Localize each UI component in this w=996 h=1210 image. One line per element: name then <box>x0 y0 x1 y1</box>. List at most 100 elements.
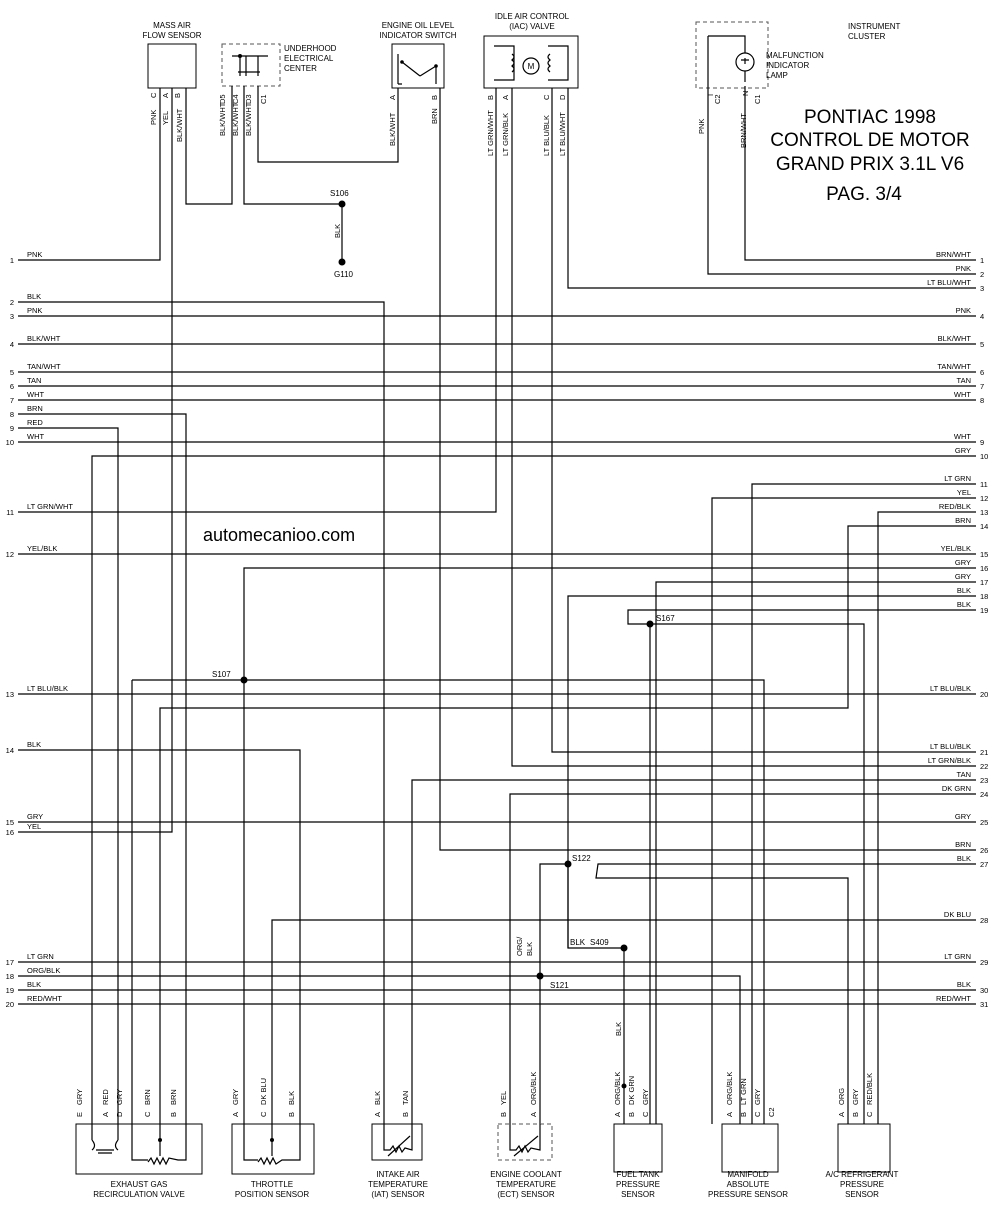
left-pin-19: 19 <box>6 986 14 995</box>
wire-ltgrn-11-map <box>751 483 976 1124</box>
uec-node <box>238 54 242 58</box>
wire-blk-27-s122 <box>595 863 976 1124</box>
egr-label-1: EXHAUST GAS <box>111 1180 168 1189</box>
left-pin-5: 5 <box>10 368 14 377</box>
right-wire-29: LT GRN <box>944 952 971 961</box>
wire-gry-10-egr <box>91 455 976 1124</box>
maf-label-1: MASS AIR <box>153 21 191 30</box>
egr-pin-0: E <box>75 1112 84 1117</box>
wire-gry-17-ftp <box>655 581 976 1124</box>
egr-wire-0: GRY <box>75 1089 84 1105</box>
right-wire-30: BLK <box>957 980 971 989</box>
iat-label-1: INTAKE AIR <box>376 1170 420 1179</box>
map-pin-1: B <box>739 1112 748 1117</box>
oil-switch-label-1: ENGINE OIL LEVEL <box>382 21 455 30</box>
oil-switch-label-2: INDICATOR SWITCH <box>379 31 456 40</box>
right-pin-7: 7 <box>980 382 984 391</box>
right-pin-19: 19 <box>980 606 988 615</box>
s107-label: S107 <box>212 670 231 679</box>
oil-switch-contacts <box>397 54 437 85</box>
left-pin-10: 10 <box>6 438 14 447</box>
splice-s167 <box>646 620 654 628</box>
wire-iac-d <box>567 88 976 289</box>
egr-wiper <box>158 1138 162 1142</box>
tps-label-2: POSITION SENSOR <box>235 1190 309 1199</box>
iat-wire-0: BLK <box>373 1091 382 1105</box>
left-pin-20: 20 <box>6 1000 14 1009</box>
splice-s122 <box>564 860 572 868</box>
ect-feed-1: ORG/ <box>515 936 524 956</box>
ftp-label-2: PRESSURE <box>616 1180 660 1189</box>
watermark: automecanioo.com <box>203 525 355 545</box>
maf-pin-c: C <box>149 92 158 98</box>
right-wire-11: LT GRN <box>944 474 971 483</box>
right-pin-3: 3 <box>980 284 984 293</box>
ftp-wire-2: GRY <box>641 1089 650 1105</box>
iat-label-2: TEMPERATURE <box>368 1180 428 1189</box>
wire-blk-19-s167 <box>627 609 976 1124</box>
right-wire-8: WHT <box>954 390 971 399</box>
map-label-3: PRESSURE SENSOR <box>708 1190 788 1199</box>
left-wire-20: RED/WHT <box>27 994 62 1003</box>
iac-coils <box>511 53 551 73</box>
title-line-4: PAG. 3/4 <box>826 184 902 205</box>
right-wire-10: GRY <box>955 446 971 455</box>
right-pin-15: 15 <box>980 550 988 559</box>
ic-label-2: CLUSTER <box>848 32 886 41</box>
splices: S106 G110 S107 S167 S122 S409 S121 BLK O… <box>212 189 675 1089</box>
right-pin-18: 18 <box>980 592 988 601</box>
right-pin-28: 28 <box>980 916 988 925</box>
right-pin-17: 17 <box>980 578 988 587</box>
acp-wire-1: GRY <box>851 1089 860 1105</box>
egr-wire-1: RED <box>101 1089 110 1105</box>
iac-wire-d: LT BLU/WHT <box>558 112 567 156</box>
ect-wire-1: ORG/BLK <box>529 1072 538 1105</box>
wire-tan-23-iat <box>411 779 976 1124</box>
right-pin-31: 31 <box>980 1000 988 1009</box>
splice-s409 <box>620 944 628 952</box>
maf-wire-a: YEL <box>161 111 170 125</box>
uec-wire-d3: BLK/WHT <box>244 102 253 136</box>
ground-ftp <box>621 1083 627 1089</box>
right-wire-23: TAN <box>957 770 971 779</box>
splice-s106 <box>338 200 346 208</box>
right-pin-13: 13 <box>980 508 988 517</box>
right-wire-1: BRN/WHT <box>936 250 971 259</box>
right-wire-14: BRN <box>955 516 971 525</box>
maf-label-2: FLOW SENSOR <box>142 31 201 40</box>
right-pin-22: 22 <box>980 762 988 771</box>
right-pin-2: 2 <box>980 270 984 279</box>
ftp-pin-1: B <box>627 1112 636 1117</box>
uec-pin-d5: D5 <box>218 94 227 104</box>
right-wire-13: RED/BLK <box>939 502 971 511</box>
map-label-1: MANIFOLD <box>727 1170 769 1179</box>
uec-pin-d3: D3 <box>244 94 253 104</box>
uec-pin-c4: C4 <box>231 94 240 104</box>
iac-label-2: (IAC) VALVE <box>509 22 555 31</box>
right-pin-5: 5 <box>980 340 984 349</box>
top-pin-labels: C PNK A YEL B BLK/WHT D5 BLK/WHT C4 BLK/… <box>149 91 762 238</box>
map-wire-0: ORG/BLK <box>725 1072 734 1105</box>
iac-pin-d: D <box>558 94 567 100</box>
acp-label-2: PRESSURE <box>840 1180 884 1189</box>
uec-internal-bus <box>232 55 268 76</box>
left-wire-14: BLK <box>27 740 41 749</box>
left-wire-10: WHT <box>27 432 44 441</box>
diagram-title: PONTIAC 1998 CONTROL DE MOTOR GRAND PRIX… <box>770 107 970 205</box>
ftp-wire-0: ORG/BLK <box>613 1072 622 1105</box>
title-line-1: PONTIAC 1998 <box>804 107 936 128</box>
iat-thermistor <box>383 1124 413 1157</box>
oil-switch-pivot <box>400 60 404 64</box>
wire-blk-18-s409 <box>567 595 976 949</box>
ect-feed-2: BLK <box>525 942 534 956</box>
g110-label: G110 <box>334 270 354 279</box>
underhood-electrical-center <box>221 43 281 87</box>
right-wire-28: DK BLU <box>944 910 971 919</box>
tps-label-1: THROTTLE <box>251 1180 293 1189</box>
left-wire-16: YEL <box>27 822 41 831</box>
acp-label-3: SENSOR <box>845 1190 879 1199</box>
right-pin-29: 29 <box>980 958 988 967</box>
left-pin-6: 6 <box>10 382 14 391</box>
